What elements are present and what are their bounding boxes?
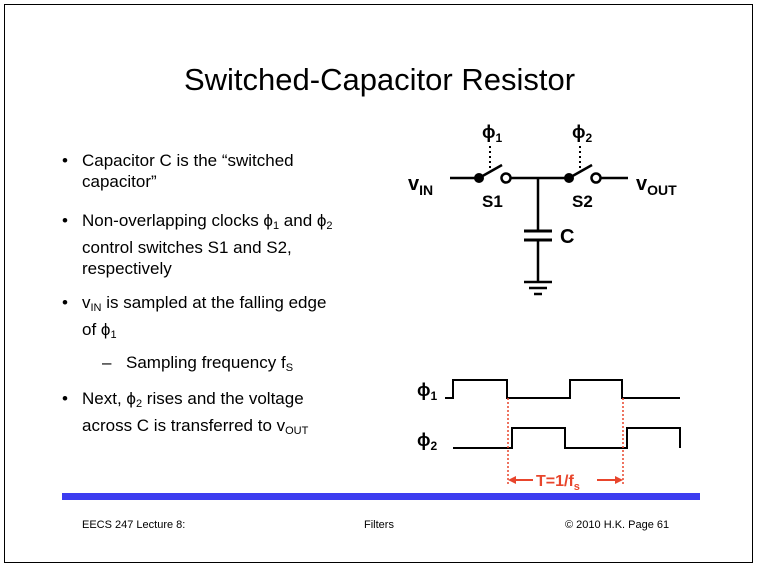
subscript: OUT bbox=[285, 425, 309, 437]
s1-label: S1 bbox=[482, 192, 503, 211]
sub-bullet-text: Sampling frequency fS bbox=[126, 352, 293, 379]
footer-copyright-page: © 2010 H.K. Page 61 bbox=[565, 519, 670, 531]
slide-frame bbox=[4, 4, 753, 563]
clock-timing-diagram: ϕ1 ϕ2 T=1/fs bbox=[417, 379, 681, 492]
text-run: across C is transferred to v bbox=[82, 416, 286, 435]
bullet-4-line-2: across C is transferred to vOUT bbox=[82, 415, 362, 442]
bullet-glyph: • bbox=[62, 293, 68, 312]
bullet-4-line-1: Next, ϕ2 rises and the voltage bbox=[82, 388, 362, 415]
vout-label: vOUT bbox=[636, 173, 677, 198]
switched-capacitor-circuit: ϕ1 ϕ2 vIN vOUT S1 S2 C bbox=[408, 122, 677, 296]
bullet-2-line-2: control switches S1 and S2, bbox=[82, 238, 292, 257]
switch-s1-blade bbox=[478, 163, 503, 180]
capacitor-label: C bbox=[560, 226, 574, 248]
bullet-glyph: • bbox=[62, 151, 68, 170]
footer-topic: Filters bbox=[364, 519, 394, 531]
subscript: 1 bbox=[272, 220, 280, 232]
bullet-2-line-3: respectively bbox=[82, 259, 172, 278]
phi2-waveform bbox=[453, 427, 681, 449]
bullet-1-line-2: capacitor” bbox=[82, 172, 157, 191]
slide-title: Switched-Capacitor Resistor bbox=[183, 62, 576, 97]
text-run: and bbox=[279, 211, 317, 230]
subscript: S bbox=[285, 362, 294, 374]
subscript: 2 bbox=[135, 398, 143, 410]
phi1-waveform bbox=[445, 379, 680, 399]
subscript: IN bbox=[90, 302, 102, 314]
text-run: is sampled at the falling edge bbox=[101, 293, 327, 312]
text-run: Sampling frequency f bbox=[126, 353, 286, 372]
bullet-2-line-1: Non-overlapping clocks ϕ1 and ϕ2 bbox=[82, 210, 362, 237]
text-run: of bbox=[82, 320, 101, 339]
period-arrowhead-right bbox=[615, 476, 623, 484]
switch-s2-contact bbox=[590, 172, 602, 184]
bullet-3-line-2: of ϕ1 bbox=[82, 319, 362, 346]
s2-label: S2 bbox=[572, 192, 593, 211]
text-run: Next, bbox=[82, 389, 127, 408]
timing-phi2-label: ϕ2 bbox=[417, 430, 438, 453]
timing-phi1-label: ϕ1 bbox=[417, 380, 438, 403]
bullet-1-line-1: Capacitor C is the “switched bbox=[82, 151, 294, 170]
footer-accent-bar bbox=[62, 493, 700, 500]
phi-symbol: ϕ bbox=[316, 211, 327, 230]
period-label: T=1/fs bbox=[536, 473, 580, 492]
switch-s2-blade bbox=[568, 163, 593, 180]
period-arrowhead-left bbox=[508, 476, 516, 484]
bullet-glyph: • bbox=[62, 389, 68, 408]
phi-symbol: ϕ bbox=[263, 211, 273, 230]
footer-course: EECS 247 Lecture 8: bbox=[82, 519, 186, 531]
bullet-3-line-1: vIN is sampled at the falling edge bbox=[82, 292, 362, 319]
vin-label: vIN bbox=[408, 173, 433, 198]
phi-symbol: ϕ bbox=[100, 320, 111, 339]
switch-s1-contact bbox=[500, 172, 512, 184]
subscript: 1 bbox=[110, 329, 117, 341]
circuit-phi2-label: ϕ2 bbox=[572, 122, 593, 145]
bullet-glyph: • bbox=[62, 211, 68, 230]
text-run: rises and the voltage bbox=[142, 389, 304, 408]
sub-bullet-dash: – bbox=[102, 353, 112, 372]
text-run: v bbox=[82, 293, 91, 312]
subscript: 2 bbox=[326, 220, 333, 232]
phi-symbol: ϕ bbox=[126, 389, 136, 408]
circuit-phi1-label: ϕ1 bbox=[482, 122, 503, 145]
text-run: Non-overlapping clocks bbox=[82, 211, 264, 230]
